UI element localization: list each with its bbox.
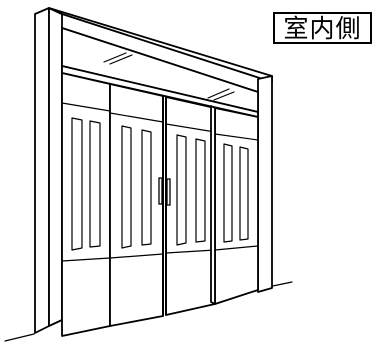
panel-2-glass-b <box>141 129 152 246</box>
glass-reflection-1 <box>103 52 127 63</box>
left-jamb-inner <box>48 7 63 327</box>
panel-2-glass-a <box>121 125 132 249</box>
handle-right <box>166 178 171 206</box>
panel-1-glass-a <box>71 117 83 251</box>
glass-reflection-2 <box>109 54 133 65</box>
left-inner-panel <box>109 83 164 327</box>
left-outer-panel <box>61 72 116 337</box>
glass-reflection-3 <box>207 88 230 99</box>
panel-4-glass-b <box>239 146 249 241</box>
handle-left <box>158 177 163 205</box>
panel-2-rail-bottom <box>109 253 164 259</box>
floor-line-left <box>4 333 35 342</box>
panel-4-edge <box>210 105 216 305</box>
panel-3-glass-a <box>176 134 187 246</box>
panel-3-rail-top <box>165 123 216 133</box>
panel-1-rail-bottom <box>61 257 111 262</box>
left-jamb-front <box>34 7 50 334</box>
center-door-handle <box>158 95 171 317</box>
panel-4-rail-bottom <box>214 245 259 251</box>
panel-3-body <box>165 96 216 316</box>
panel-3-glass-b <box>195 138 206 243</box>
panel-4-glass-a <box>223 143 233 243</box>
panel-4-rail-top <box>214 133 259 141</box>
panel-3-rail-bottom <box>165 249 216 254</box>
panel-2-rail-top <box>109 112 164 123</box>
glass-reflection-4 <box>213 91 235 101</box>
right-jamb <box>257 75 273 293</box>
right-outer-panel <box>210 105 259 305</box>
indoor-side-label: 室内側 <box>273 12 372 44</box>
panel-1-body <box>61 72 111 337</box>
panel-1-rail-top <box>61 102 111 112</box>
panel-1-glass-b <box>89 120 101 248</box>
right-inner-panel <box>165 96 216 316</box>
